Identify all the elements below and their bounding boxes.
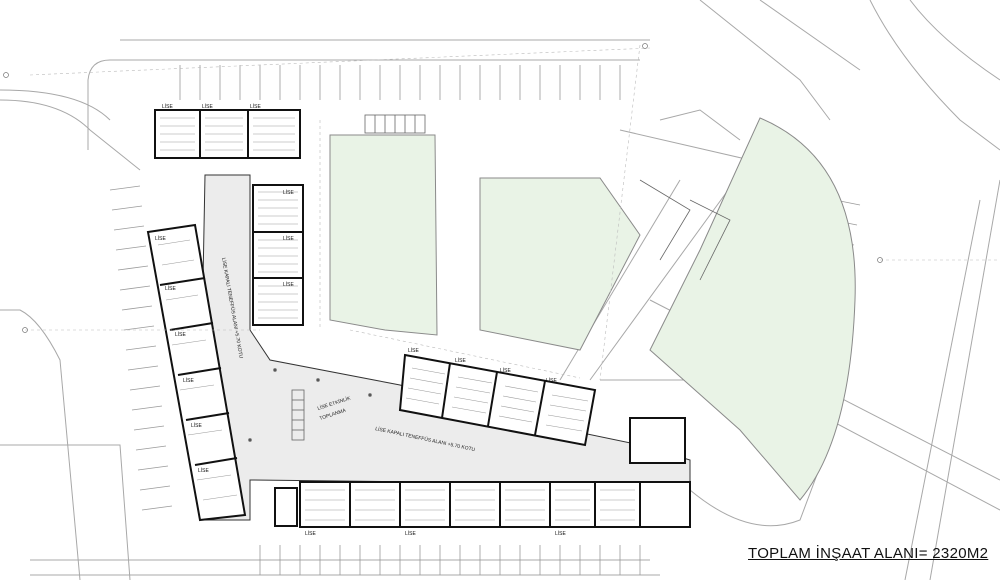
room-tag: LİSE [191, 422, 203, 429]
total-area-label: TOPLAM İNŞAAT ALANI= 2320M2 [748, 545, 989, 562]
room-tag: LİSE [546, 377, 558, 384]
parking-top [179, 65, 621, 100]
room-tag: LİSE [555, 530, 567, 537]
room-tag: LİSE [175, 331, 187, 338]
parking-bottom [259, 545, 641, 575]
room-tag: LİSE [305, 530, 317, 537]
grid-markers [3, 43, 883, 442]
room-tag: LİSE [165, 285, 177, 292]
room-tag: LİSE [408, 347, 420, 354]
room-tag: LİSE [198, 467, 210, 474]
classroom-blocks [146, 109, 691, 528]
parking-left [109, 185, 173, 511]
room-tag: LİSE [202, 103, 214, 110]
desk-pattern [157, 117, 635, 521]
room-tag: LİSE [283, 235, 295, 242]
room-tag: LİSE [405, 530, 417, 537]
room-tag: LİSE [162, 103, 174, 110]
room-tag: LİSE [155, 235, 167, 242]
dimension-lines [25, 44, 1000, 381]
room-tag: LİSE [250, 103, 262, 110]
room-tag: LİSE [283, 189, 295, 196]
room-tags: LİSE LİSE LİSE LİSE LİSE LİSE LİSE LİSE … [155, 103, 567, 537]
stairs [291, 114, 731, 441]
room-tag: LİSE [183, 377, 195, 384]
room-tag: LİSE [283, 281, 295, 288]
room-tag: LİSE [455, 357, 467, 364]
green-areas [329, 117, 856, 501]
room-tag: LİSE [500, 367, 512, 374]
